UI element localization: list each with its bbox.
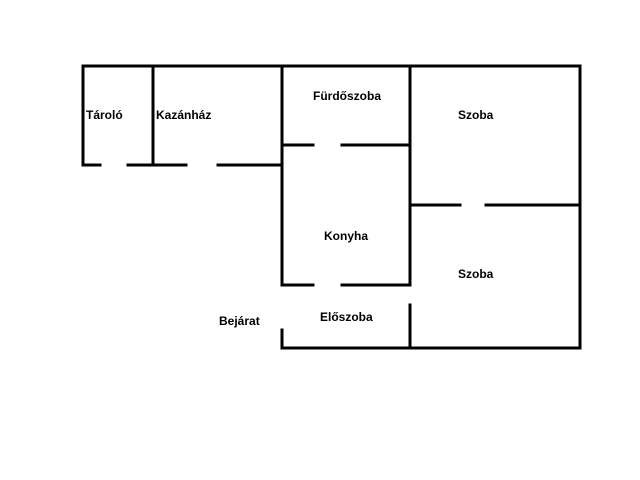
label-entrance: Bejárat xyxy=(219,314,260,328)
label-szoba-lower: Szoba xyxy=(458,267,494,281)
label-konyha: Konyha xyxy=(324,229,368,243)
label-furdoszoba: Fürdőszoba xyxy=(313,89,381,103)
label-taroló: Tároló xyxy=(86,108,123,122)
label-kazanhaz: Kazánház xyxy=(156,108,211,122)
walls xyxy=(81,64,582,350)
room-labels: Tároló Kazánház Fürdőszoba Szoba Konyha … xyxy=(86,89,494,328)
label-szoba-upper: Szoba xyxy=(458,108,494,122)
label-eloszoba: Előszoba xyxy=(320,310,373,324)
